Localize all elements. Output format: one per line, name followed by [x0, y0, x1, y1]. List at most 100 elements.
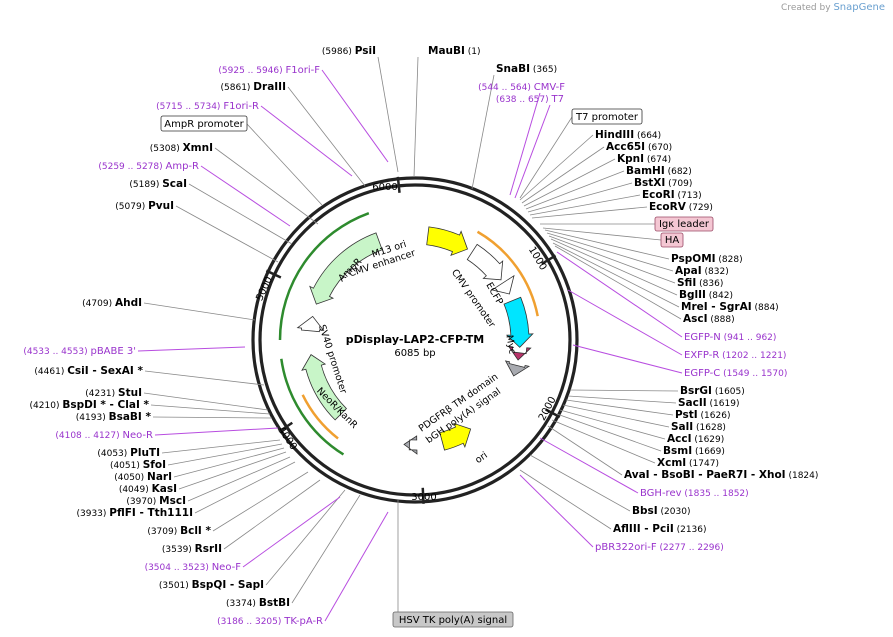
- feature-box: AmpR promoter: [160, 115, 248, 132]
- primer-label: (3186 .. 3205) TK-pA-R: [217, 616, 323, 627]
- svg-text:(4050) NarI: (4050) NarI: [114, 471, 172, 483]
- svg-text:(3933) PflFI - Tth111I: (3933) PflFI - Tth111I: [76, 507, 193, 519]
- site-label: SacII (1619): [678, 397, 739, 409]
- svg-text:PspOMI (828): PspOMI (828): [671, 253, 743, 265]
- site-label: (3933) PflFI - Tth111I: [76, 507, 193, 519]
- site-label: (4231) StuI: [85, 387, 142, 399]
- site-label: (3374) BstBI: [226, 597, 290, 609]
- primer-label: (638 .. 657) T7: [496, 94, 564, 105]
- svg-text:ApaI (832): ApaI (832): [675, 265, 729, 277]
- svg-text:EcoRI (713): EcoRI (713): [642, 189, 702, 201]
- svg-text:BstXI (709): BstXI (709): [634, 177, 692, 189]
- m13-ori-arrow: [426, 226, 469, 257]
- svg-text:(5079) PvuI: (5079) PvuI: [115, 200, 174, 212]
- svg-text:pBR322ori-F (2277 .. 2296): pBR322ori-F (2277 .. 2296): [595, 542, 724, 553]
- svg-text:(4051) SfoI: (4051) SfoI: [110, 459, 166, 471]
- svg-text:(5715 .. 5734) F1ori-R: (5715 .. 5734) F1ori-R: [156, 101, 259, 112]
- cmv-promoter-arrow: [491, 274, 515, 295]
- site-label: PspOMI (828): [671, 253, 743, 265]
- svg-text:(3186 .. 3205) TK-pA-R: (3186 .. 3205) TK-pA-R: [217, 616, 323, 627]
- site-label: (4709) AhdI: [82, 297, 142, 309]
- site-label: BstXI (709): [634, 177, 692, 189]
- svg-text:SfiI (836): SfiI (836): [677, 277, 723, 289]
- tick-mark: [545, 408, 561, 419]
- tick-label: 5000: [254, 275, 275, 303]
- svg-text:XcmI (1747): XcmI (1747): [657, 457, 719, 469]
- site-label: (3501) BspQI - SapI: [159, 579, 264, 591]
- primer-label: BGH-rev (1835 .. 1852): [640, 488, 749, 499]
- tm-domain-box: [504, 360, 531, 377]
- site-label: (5861) DraIII: [221, 81, 287, 93]
- tick-label: 1000: [526, 245, 549, 272]
- primer-label: (5259 .. 5278) Amp-R: [98, 161, 199, 172]
- site-label: BsrGI (1605): [680, 385, 745, 397]
- svg-text:(4108 .. 4127) Neo-R: (4108 .. 4127) Neo-R: [55, 430, 153, 441]
- site-label: EcoRV (729): [649, 201, 713, 213]
- svg-text:EGFP-C (1549 .. 1570): EGFP-C (1549 .. 1570): [684, 368, 787, 379]
- credit-brand: SnapGene: [833, 2, 885, 13]
- feature-box: HSV TK poly(A) signal: [392, 611, 514, 628]
- svg-text:(4533 .. 4553) pBABE 3': (4533 .. 4553) pBABE 3': [23, 346, 136, 357]
- site-label: KpnI (674): [617, 153, 671, 165]
- site-label: (4053) PluTI: [97, 447, 160, 459]
- svg-text:(3539) RsrII: (3539) RsrII: [162, 543, 222, 555]
- site-label: AscI (888): [683, 313, 735, 325]
- svg-text:AccI (1629): AccI (1629): [667, 433, 724, 445]
- tick-mark: [421, 487, 425, 504]
- backbone-outer: [251, 176, 579, 504]
- site-label: MreI - SgrAI (884): [681, 301, 779, 313]
- leader-lines: [137, 56, 683, 622]
- svg-text:HA: HA: [665, 235, 680, 246]
- svg-text:HindIII (664): HindIII (664): [595, 129, 661, 141]
- svg-text:(638 .. 657) T7: (638 .. 657) T7: [496, 94, 564, 105]
- site-label: (4210) BspDI * - ClaI *: [30, 399, 150, 411]
- svg-text:BsrGI (1605): BsrGI (1605): [680, 385, 745, 397]
- site-label: (3970) MscI: [126, 495, 186, 507]
- svg-text:BbsI (2030): BbsI (2030): [632, 505, 690, 517]
- svg-text:(544 .. 564) CMV-F: (544 .. 564) CMV-F: [478, 82, 565, 93]
- green-arc-lower: [280, 358, 345, 456]
- svg-text:BglII (842): BglII (842): [679, 289, 733, 301]
- site-label: (4050) NarI: [114, 471, 172, 483]
- site-label: SfiI (836): [677, 277, 723, 289]
- feature-label: NeoR/KanR: [314, 386, 360, 432]
- svg-text:Acc65I (670): Acc65I (670): [606, 141, 672, 153]
- tick-mark: [541, 254, 557, 265]
- svg-text:(4461) CsiI - SexAI *: (4461) CsiI - SexAI *: [34, 365, 143, 377]
- site-label: (4461) CsiI - SexAI *: [34, 365, 143, 377]
- primer-label: EGFP-C (1549 .. 1570): [684, 368, 787, 379]
- svg-text:(4231) StuI: (4231) StuI: [85, 387, 142, 399]
- svg-text:MreI - SgrAI (884): MreI - SgrAI (884): [681, 301, 779, 313]
- svg-text:(3709) BclI *: (3709) BclI *: [147, 525, 211, 537]
- site-label: BamHI (682): [626, 165, 692, 177]
- credit-prefix: Created by: [781, 3, 831, 13]
- svg-text:(5308) XmnI: (5308) XmnI: [150, 142, 213, 154]
- svg-text:KpnI (674): KpnI (674): [617, 153, 671, 165]
- feature-box: T7 promoter: [571, 108, 643, 125]
- svg-text:T7 promoter: T7 promoter: [575, 112, 639, 123]
- tick-mark: [278, 421, 294, 433]
- svg-text:AmpR promoter: AmpR promoter: [164, 119, 244, 130]
- site-label: SnaBI (365): [496, 63, 557, 75]
- site-label: EcoRI (713): [642, 189, 702, 201]
- svg-text:BGH-rev (1835 .. 1852): BGH-rev (1835 .. 1852): [640, 488, 749, 499]
- site-label: (4193) BsaBI *: [76, 411, 152, 423]
- svg-text:SnaBI (365): SnaBI (365): [496, 63, 557, 75]
- site-label: HindIII (664): [595, 129, 661, 141]
- svg-text:(4193) BsaBI *: (4193) BsaBI *: [76, 411, 152, 423]
- site-label: Acc65I (670): [606, 141, 672, 153]
- svg-text:(4049) KasI: (4049) KasI: [119, 483, 177, 495]
- site-label: ApaI (832): [675, 265, 729, 277]
- site-label: (4049) KasI: [119, 483, 177, 495]
- svg-text:EGFP-N (941 .. 962): EGFP-N (941 .. 962): [684, 332, 776, 343]
- tick-mark: [265, 269, 282, 279]
- sv40-promoter-arrow: [296, 315, 325, 333]
- site-label: AflIII - PciI (2136): [613, 523, 707, 535]
- primer-label: (3504 .. 3523) Neo-F: [145, 562, 242, 573]
- primer-label: (5925 .. 5946) F1ori-F: [218, 65, 320, 76]
- primer-label: EGFP-N (941 .. 962): [684, 332, 776, 343]
- cmv-enhancer-arrow: [466, 243, 504, 281]
- tick-label: 6000: [372, 182, 397, 193]
- primer-label: (4108 .. 4127) Neo-R: [55, 430, 153, 441]
